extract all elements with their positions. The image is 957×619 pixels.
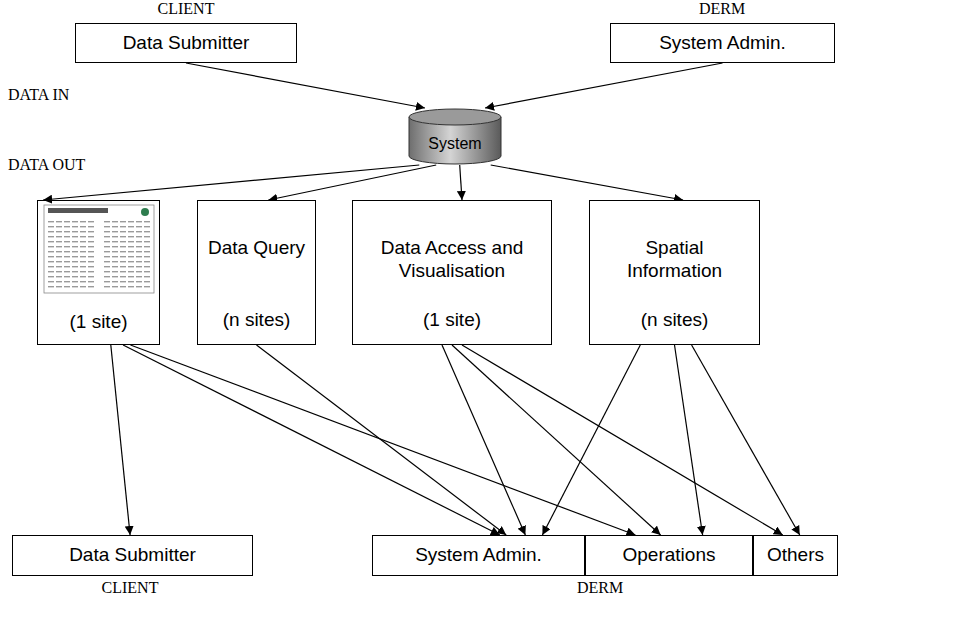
flow-arrow: [452, 345, 661, 535]
node-text: Spatial Information: [596, 237, 753, 283]
actor-box: System Admin.: [610, 23, 835, 63]
cylinder-top: [409, 109, 501, 125]
actor-box: Operations: [585, 535, 753, 576]
flow-arrow: [257, 345, 507, 535]
flow-label: DATA OUT: [8, 156, 85, 174]
report-box: (1 site): [37, 200, 160, 345]
flow-arrow: [462, 345, 783, 535]
node-text: (1 site): [69, 311, 127, 334]
flow-arrow: [491, 165, 683, 200]
flow-arrow: [460, 165, 462, 200]
flow-label: DATA IN: [8, 86, 69, 104]
actor-box: Data Submitter: [75, 23, 297, 63]
group-label: DERM: [577, 579, 623, 597]
node-text: Data Query: [208, 237, 305, 260]
node-text: Data Access and Visualisation: [359, 237, 545, 283]
flow-arrow: [186, 63, 425, 108]
flow-arrow: [692, 345, 800, 535]
output-box: Data Access and Visualisation (1 site): [352, 200, 552, 345]
node-text: System Admin.: [659, 32, 786, 55]
output-box: Spatial Information (n sites): [589, 200, 760, 345]
flow-arrow: [542, 345, 640, 535]
node-text: (n sites): [223, 309, 291, 332]
actor-box: System Admin.: [372, 535, 585, 576]
actor-box: Data Submitter: [12, 535, 253, 576]
node-text: Data Submitter: [123, 32, 250, 55]
node-text: (1 site): [423, 309, 481, 332]
node-text: System Admin.: [415, 544, 542, 567]
report-thumbnail: [44, 205, 154, 293]
report-heading: [48, 208, 108, 213]
report-logo: [141, 208, 149, 216]
actor-box: Others: [753, 535, 838, 576]
node-text: (n sites): [641, 309, 709, 332]
node-text: System: [428, 134, 481, 153]
flow-arrow: [43, 165, 419, 200]
output-box: Data Query (n sites): [197, 200, 316, 345]
report-page: [44, 205, 154, 293]
report-lines: [48, 218, 96, 288]
database-cylinder: System: [408, 108, 502, 165]
flow-arrow: [675, 345, 703, 535]
flow-arrow: [130, 345, 635, 535]
group-label: CLIENT: [102, 579, 159, 597]
flow-arrow: [485, 63, 722, 108]
report-lines: [102, 218, 150, 288]
group-label: DERM: [699, 0, 745, 18]
node-text: Operations: [623, 544, 716, 567]
flow-arrow: [123, 345, 500, 535]
node-text: Others: [767, 544, 824, 567]
flow-arrow: [111, 345, 130, 535]
flow-arrow: [268, 165, 436, 200]
group-label: CLIENT: [158, 0, 215, 18]
node-text: Data Submitter: [69, 544, 196, 567]
